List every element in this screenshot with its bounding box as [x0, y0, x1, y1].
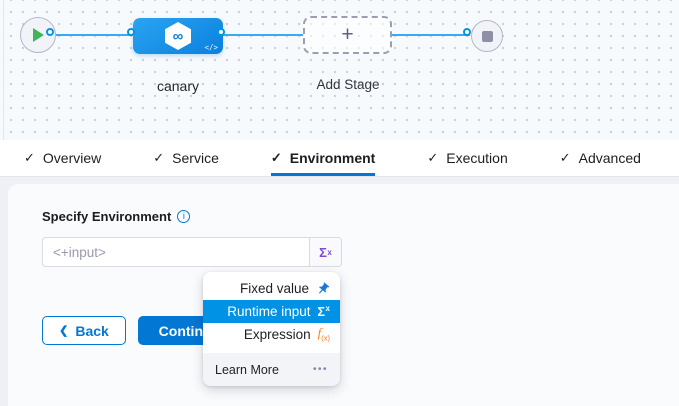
stage-config-tabs: ✓ Overview ✓ Service ✓ Environment ✓ Exe…	[0, 140, 679, 177]
tab-execution[interactable]: ✓ Execution	[427, 140, 507, 176]
tab-environment[interactable]: ✓ Environment	[270, 140, 376, 176]
tab-service[interactable]: ✓ Service	[153, 140, 219, 176]
check-icon: ✓	[427, 149, 439, 165]
input-type-dropdown: Fixed value Runtime input Σx Expression …	[203, 272, 340, 386]
tab-label: Advanced	[578, 149, 641, 166]
menu-item-label: Expression	[243, 327, 311, 342]
menu-item-label: Runtime input	[227, 304, 311, 319]
back-button[interactable]: ❮ Back	[42, 316, 126, 345]
play-icon	[33, 27, 44, 42]
input-type-menu: Fixed value Runtime input Σx Expression …	[203, 272, 340, 353]
specify-environment-row: Specify Environment i	[42, 209, 191, 224]
port-end-in[interactable]	[463, 28, 471, 36]
infinity-icon: ∞	[172, 27, 184, 45]
edge-stage-to-addstage	[223, 34, 303, 36]
port-start-out[interactable]	[46, 28, 54, 36]
check-icon: ✓	[153, 149, 165, 165]
menu-item-label: Fixed value	[239, 281, 309, 296]
tab-label: Service	[172, 149, 219, 166]
edge-addstage-to-end	[392, 34, 470, 36]
info-icon[interactable]: i	[177, 210, 191, 223]
specify-environment-label: Specify Environment	[42, 209, 172, 224]
menu-item-fixed-value[interactable]: Fixed value	[203, 277, 340, 300]
runtime-sigma-icon: Σx	[317, 303, 330, 320]
add-stage-label: Add Stage	[316, 77, 380, 92]
tab-label: Overview	[42, 149, 102, 166]
environment-panel	[8, 184, 679, 406]
menu-item-expression[interactable]: Expression f(x)	[203, 323, 340, 346]
sigma-icon: Σ	[319, 244, 327, 260]
pipeline-end-node[interactable]	[471, 20, 503, 52]
pin-icon	[319, 282, 330, 293]
port-stage-out[interactable]	[217, 28, 225, 36]
canvas-left-divider	[3, 0, 4, 140]
expression-fx-icon: f(x)	[317, 325, 330, 344]
edge-start-to-stage	[52, 34, 133, 36]
environment-tab-content: Specify Environment i Σx ❮ Back Continue…	[0, 177, 679, 406]
check-icon: ✓	[24, 149, 35, 165]
stage-name-label: canary	[156, 78, 200, 94]
deploy-hexagon-icon: ∞	[165, 22, 191, 50]
dropdown-footer: Learn More •••	[203, 353, 340, 386]
tab-overview[interactable]: ✓ Overview	[24, 140, 101, 176]
more-options-icon[interactable]: •••	[312, 364, 328, 375]
chevron-left-icon: ❮	[59, 325, 69, 337]
check-icon: ✓	[270, 149, 282, 165]
sigma-sup: x	[327, 247, 332, 257]
menu-item-runtime-input[interactable]: Runtime input Σx	[203, 300, 340, 323]
back-button-label: Back	[75, 322, 109, 339]
add-stage-button[interactable]: +	[303, 16, 392, 54]
stage-node-canary[interactable]: ∞ </>	[133, 18, 223, 54]
learn-more-link[interactable]: Learn More	[215, 362, 279, 377]
check-icon: ✓	[559, 149, 571, 165]
environment-input-group: Σx	[42, 237, 342, 267]
environment-input[interactable]	[43, 238, 309, 266]
port-stage-in[interactable]	[127, 28, 135, 36]
tab-label: Execution	[446, 149, 508, 166]
plus-icon: +	[341, 22, 354, 46]
tab-advanced[interactable]: ✓ Advanced	[560, 140, 641, 176]
tab-label: Environment	[289, 149, 376, 166]
stop-icon	[481, 30, 493, 42]
code-icon[interactable]: </>	[204, 43, 218, 52]
pipeline-canvas[interactable]: ∞ </> canary + Add Stage	[0, 0, 679, 140]
